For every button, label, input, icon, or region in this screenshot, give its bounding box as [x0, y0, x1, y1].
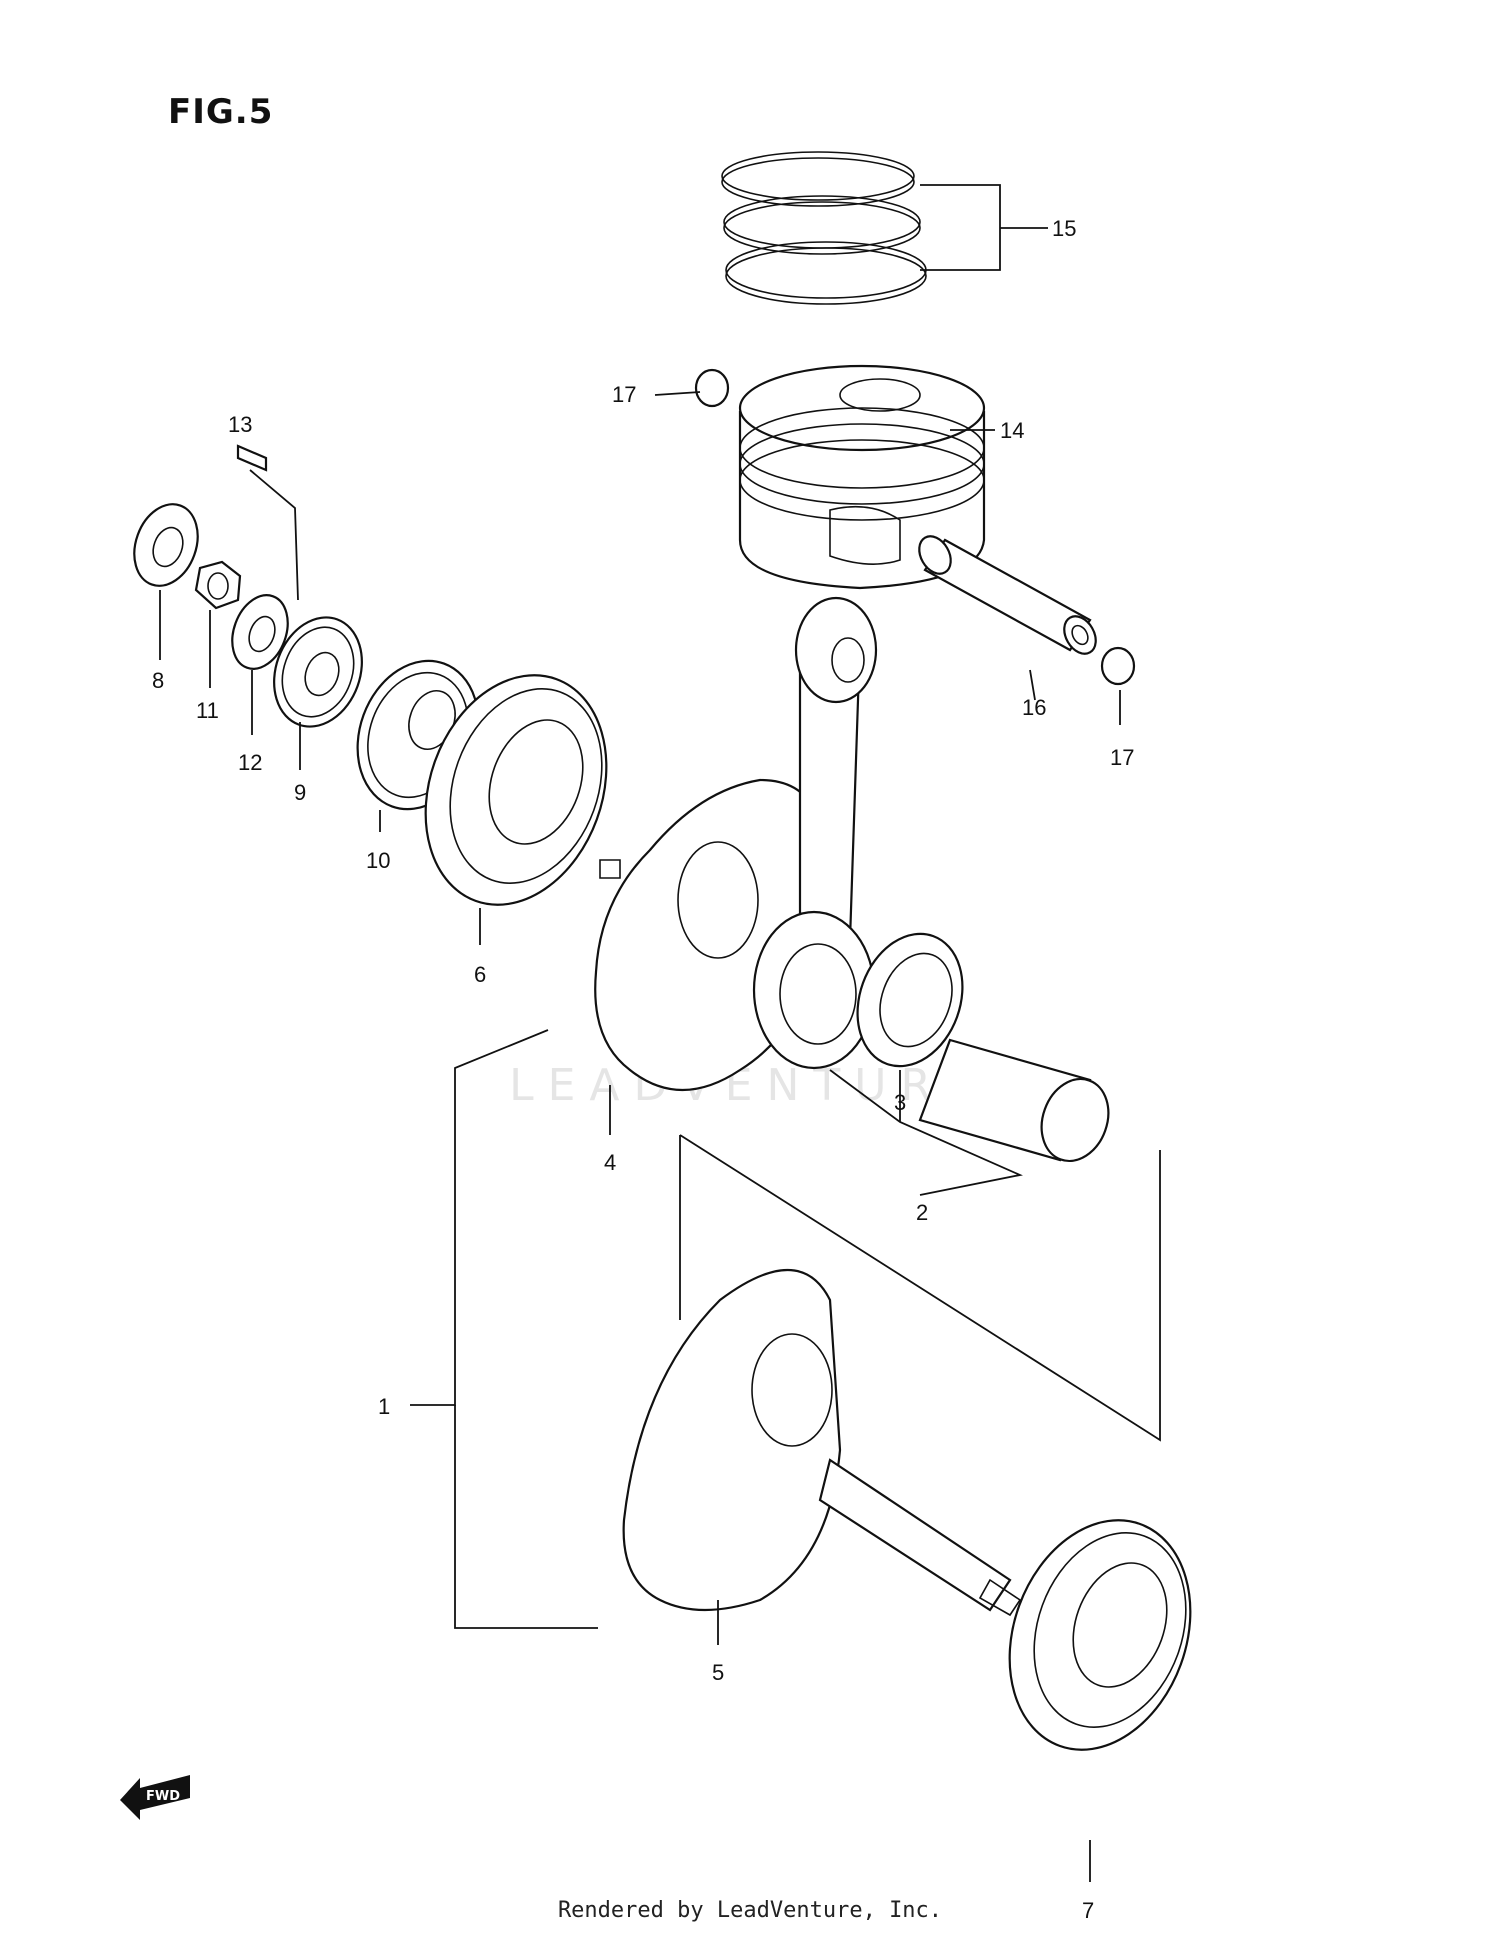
figure-title: FIG.5 — [168, 92, 274, 132]
key[interactable] — [236, 444, 268, 472]
gear[interactable] — [259, 605, 376, 739]
washer[interactable] — [223, 587, 298, 676]
callout-4: 4 — [604, 1150, 616, 1175]
connecting-rod[interactable] — [752, 596, 878, 1070]
crankshaft-end[interactable] — [818, 1458, 1022, 1617]
callout-6: 6 — [474, 962, 486, 987]
callout-7: 7 — [1082, 1898, 1094, 1923]
callout-17-lower: 17 — [1110, 745, 1134, 770]
circlip-lower[interactable] — [1100, 646, 1136, 686]
piston[interactable] — [738, 364, 986, 590]
callout-16: 16 — [1022, 695, 1046, 720]
right-crank-web[interactable] — [622, 1269, 842, 1612]
callout-2: 2 — [916, 1200, 928, 1225]
callout-14: 14 — [1000, 418, 1024, 443]
callout-15: 15 — [1052, 216, 1076, 241]
oil-seal[interactable] — [123, 495, 208, 594]
fwd-label: FWD — [146, 1789, 180, 1804]
callout-8: 8 — [152, 668, 164, 693]
callout-9: 9 — [294, 780, 306, 805]
footer-credit: Rendered by LeadVenture, Inc. — [557, 1898, 943, 1923]
piston-pin[interactable] — [913, 531, 1102, 660]
forward-arrow-icon: FWD — [120, 1775, 190, 1820]
circlip-upper[interactable] — [694, 368, 730, 408]
callout-5: 5 — [712, 1660, 724, 1685]
callout-11: 11 — [196, 698, 219, 723]
right-crank-bearing[interactable] — [979, 1495, 1221, 1776]
callout-1: 1 — [378, 1394, 390, 1419]
needle-bearing[interactable] — [840, 919, 980, 1081]
callout-3: 3 — [894, 1090, 906, 1115]
left-crank-bearing[interactable] — [395, 650, 637, 931]
crank-pin[interactable] — [918, 1038, 1119, 1170]
nut[interactable] — [194, 560, 242, 610]
piston-ring-set[interactable] — [721, 151, 927, 305]
callout-10: 10 — [366, 848, 390, 873]
callout-12: 12 — [238, 750, 262, 775]
callout-13: 13 — [228, 412, 252, 437]
callout-17-upper: 17 — [612, 382, 636, 407]
leader-lines — [159, 184, 1161, 1882]
